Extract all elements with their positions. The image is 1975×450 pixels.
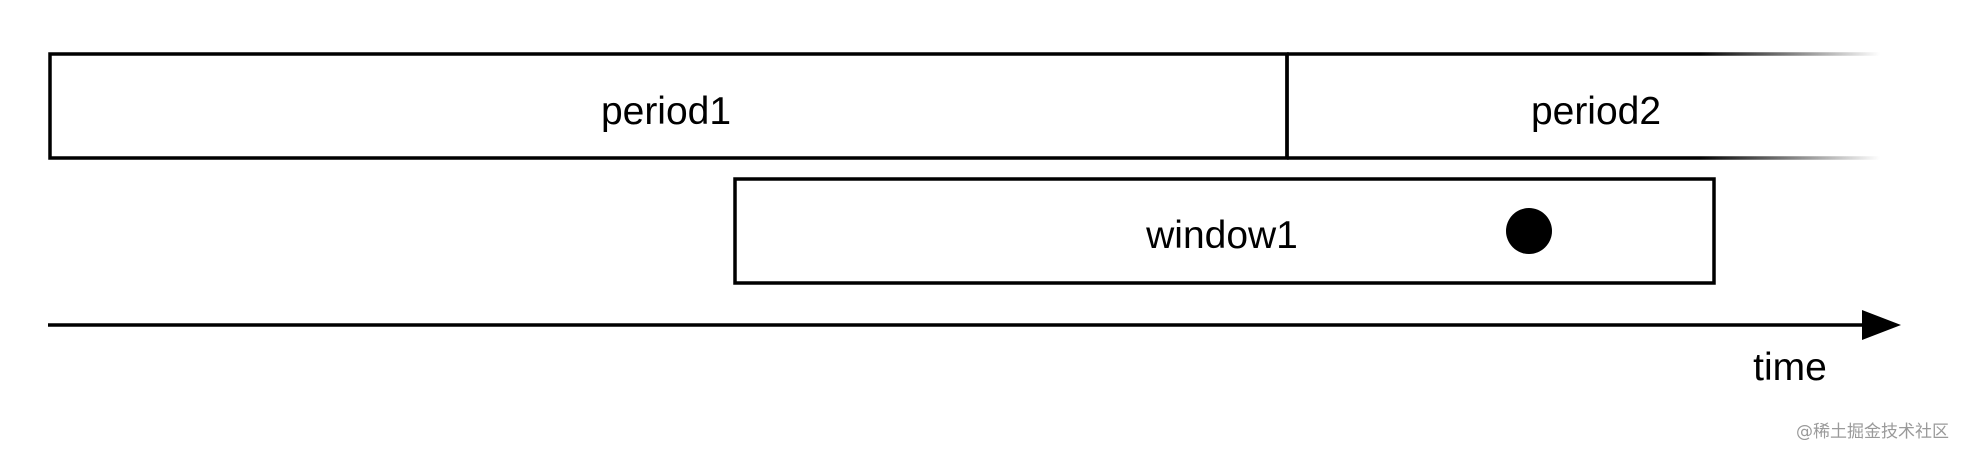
event-marker-dot: [1506, 208, 1552, 254]
period1-label: period1: [601, 90, 731, 133]
watermark: @稀土掘金技术社区: [1796, 422, 1949, 442]
period2-label: period2: [1531, 90, 1661, 133]
period2-box: period2: [1285, 52, 1880, 160]
window1-label: window1: [1145, 214, 1298, 257]
time-axis-label: time: [1753, 346, 1827, 389]
period1-box: period1: [48, 52, 1289, 160]
time-axis: time: [48, 310, 1901, 389]
time-axis-arrowhead: [1862, 310, 1901, 340]
window1-box: window1: [733, 177, 1716, 285]
